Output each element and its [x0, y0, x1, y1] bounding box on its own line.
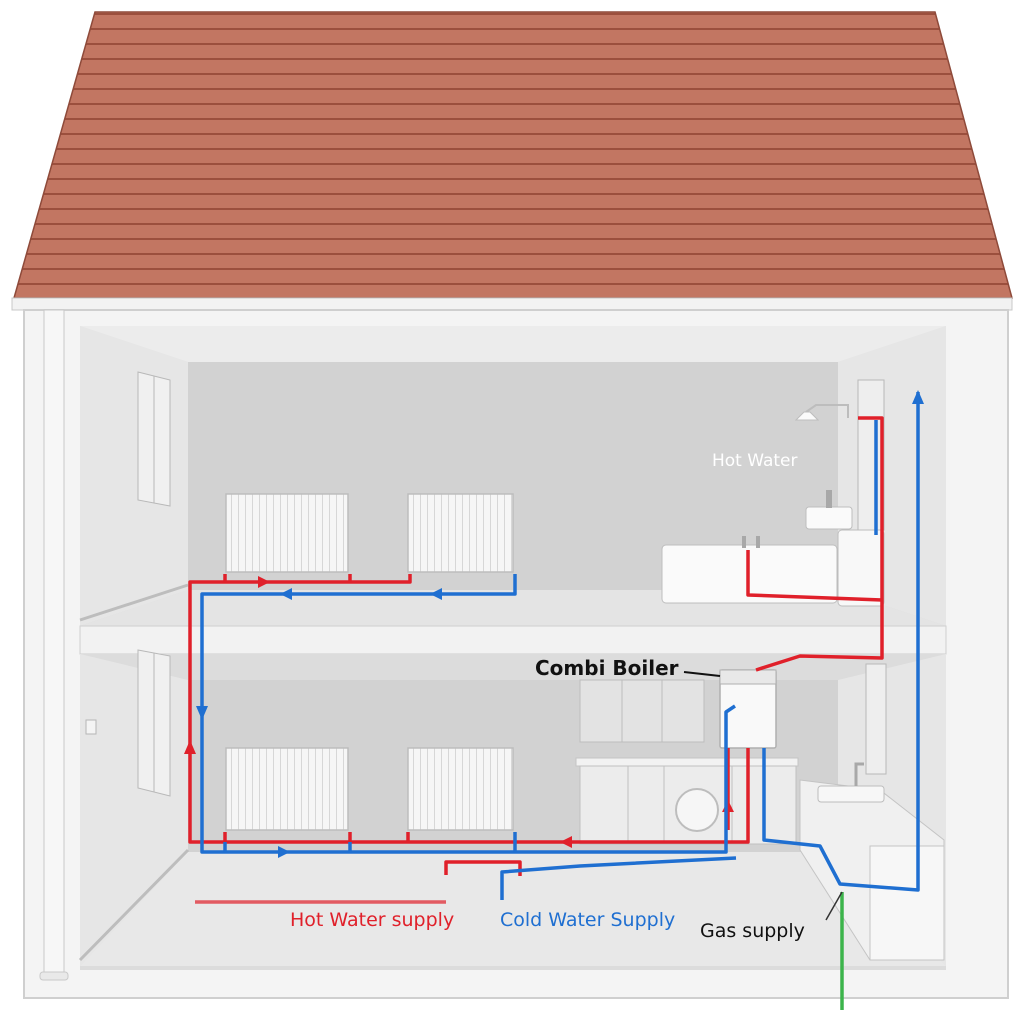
radiator-downstairs-2: [408, 748, 513, 830]
window-downstairs-right: [866, 664, 886, 774]
combi-boiler-label: Combi Boiler: [535, 656, 679, 680]
gas-supply-label: Gas supply: [700, 920, 805, 942]
toilet: [838, 530, 884, 606]
radiator-upstairs-2: [408, 494, 513, 572]
window-upstairs-left: [138, 372, 170, 506]
roof: [12, 12, 1012, 310]
window-downstairs-left: [138, 650, 170, 796]
drainpipe: [40, 310, 68, 980]
radiator-upstairs-1: [226, 494, 348, 572]
hot-water-label: Hot Water: [712, 451, 798, 471]
kitchen-wall-cabinets: [580, 680, 704, 742]
cold-water-supply-label: Cold Water Supply: [500, 909, 675, 931]
radiator-downstairs-1: [226, 748, 348, 830]
washing-machine: [676, 789, 718, 831]
hot-water-supply-label: Hot Water supply: [290, 909, 454, 931]
window-upstairs-right: [858, 380, 884, 530]
light-switch: [86, 720, 96, 734]
